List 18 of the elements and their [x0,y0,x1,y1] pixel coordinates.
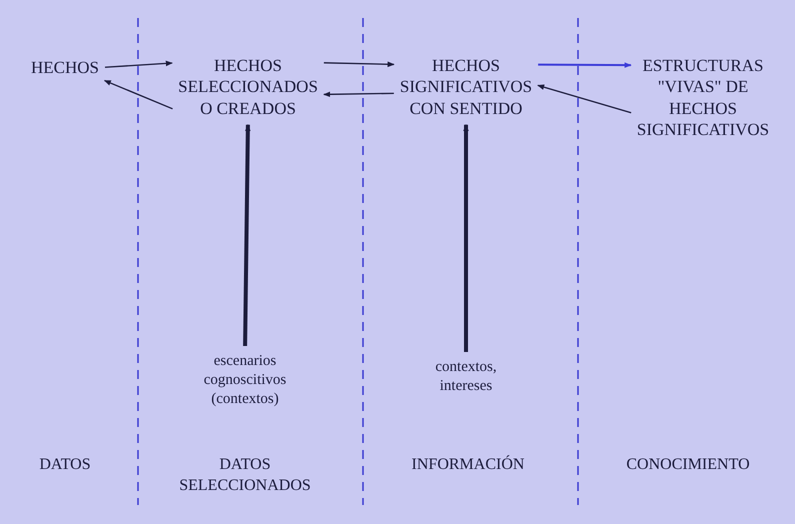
concept-text: HECHOS SELECCIONADOS O CREADOS [178,55,318,119]
arrow [104,80,173,110]
arrow [324,61,395,68]
stage-label: CONOCIMIENTO [626,455,750,475]
concept-text: contextos, intereses [435,358,497,396]
concept-text: HECHOS SIGNIFICATIVOS CON SENTIDO [400,55,532,119]
concept-text: HECHOS [31,57,99,78]
arrow [537,84,632,114]
arrow [243,124,251,346]
stage-label: DATOS [39,455,91,475]
concept-text: ESTRUCTURAS "VIVAS" DE HECHOS SIGNIFICATIVOS [636,55,770,140]
stage-label: INFORMACIÓN [412,455,524,475]
concept-text: escenarios cognoscitivos (contextos) [204,352,286,408]
stage-label: DATOS SELECCIONADOS [179,455,311,496]
arrow [463,124,469,352]
arrow [538,62,632,68]
arrow [323,92,394,98]
arrow [104,60,173,68]
